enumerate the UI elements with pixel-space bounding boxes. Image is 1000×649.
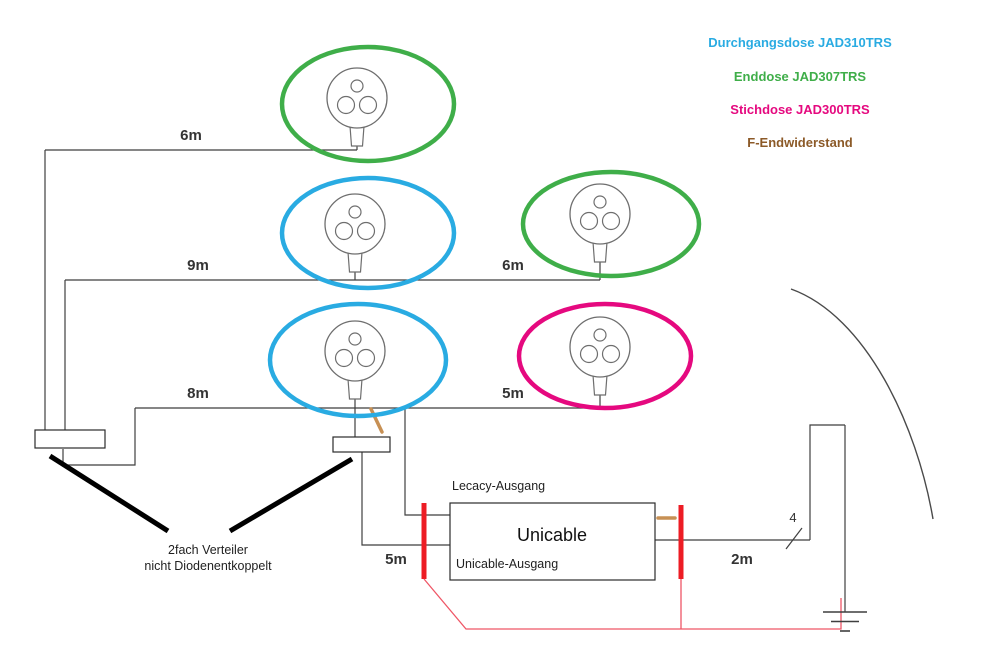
red-marker-bar-left xyxy=(421,503,427,579)
splitter-note-line1: 2fach Verteiler xyxy=(168,543,248,557)
unicable-output-label: Unicable-Ausgang xyxy=(456,557,558,571)
ring-durchgangsdose-low xyxy=(267,301,449,419)
splitter-box-left xyxy=(34,429,106,449)
label-6m-right: 6m xyxy=(502,257,524,274)
red-marker-bar-right xyxy=(678,505,684,579)
note-pointer-left xyxy=(48,453,170,534)
label-wire-count: 4 xyxy=(789,510,796,525)
red-cabling xyxy=(421,503,842,630)
legend-item-stichdose: Stichdose JAD300TRS xyxy=(730,102,870,117)
outlet-symbol-mid xyxy=(324,193,386,273)
unicable-box-title: Unicable xyxy=(517,525,587,545)
label-5m-right: 5m xyxy=(502,385,524,402)
label-2m: 2m xyxy=(731,551,753,568)
outlet-symbol-right-green xyxy=(569,183,631,263)
cable-lines xyxy=(44,144,846,612)
ring-durchgangsdose-mid xyxy=(279,175,457,291)
legend-item-durchgangsdose: Durchgangsdose JAD310TRS xyxy=(708,35,892,50)
splitter-note: 2fach Verteiler nicht Diodenentkoppelt xyxy=(144,543,272,573)
wire-count-slash xyxy=(785,527,803,550)
legacy-output-label: Lecacy-Ausgang xyxy=(452,479,545,493)
ring-stichdose xyxy=(516,301,694,411)
splitter-note-line2: nicht Diodenentkoppelt xyxy=(144,559,272,573)
label-9m: 9m xyxy=(187,257,209,274)
splitter-box-right xyxy=(332,436,391,453)
satellite-dish xyxy=(790,288,934,520)
label-6m-top: 6m xyxy=(180,127,202,144)
outlet-symbol-top xyxy=(326,67,388,147)
ground-symbol xyxy=(823,611,867,632)
outlet-symbol-low-blue xyxy=(324,320,386,400)
wire-legacy-branch xyxy=(404,408,450,516)
wire-8m-return-to-splitter xyxy=(62,408,136,466)
wire-dish-riser xyxy=(809,424,845,540)
label-5m-unicable: 5m xyxy=(385,551,407,568)
wire-5m-to-unicable xyxy=(361,452,450,546)
unicable-box xyxy=(449,502,656,581)
legend-item-enddose: Enddose JAD307TRS xyxy=(734,69,867,84)
outlet-symbol-magenta xyxy=(569,316,631,396)
red-cable-run xyxy=(423,578,842,630)
label-8m: 8m xyxy=(187,385,209,402)
legend-item-f-endwiderstand: F-Endwiderstand xyxy=(747,135,853,150)
legend: Durchgangsdose JAD310TRS Enddose JAD307T… xyxy=(708,35,892,150)
ring-enddose-top xyxy=(279,44,457,164)
cable-length-labels: 6m 9m 6m 8m 5m 5m 2m 4 xyxy=(180,127,796,568)
f-terminator-splitter xyxy=(369,407,384,434)
ring-enddose-right xyxy=(520,169,702,279)
note-pointer-right xyxy=(228,456,354,534)
